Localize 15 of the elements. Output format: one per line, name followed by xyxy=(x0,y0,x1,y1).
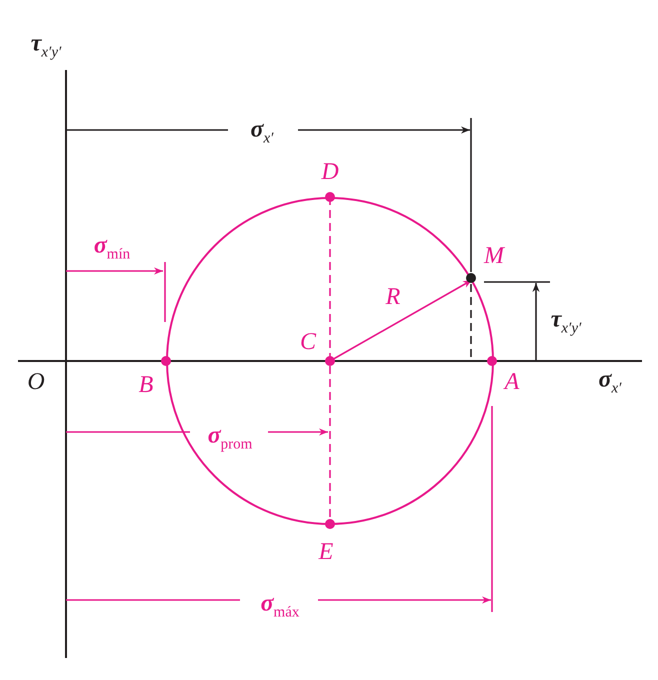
point-label: O xyxy=(27,370,45,394)
symbol-label: τ$_{x′y′}$ xyxy=(30,32,62,60)
point-label: M xyxy=(484,244,504,268)
point-label: A xyxy=(504,370,520,394)
symbol-label: σ$_{x′}$ xyxy=(250,118,274,146)
symbol-label: σ$_{máx}$ xyxy=(260,592,300,620)
point-label: C xyxy=(300,330,316,354)
point-label: E xyxy=(318,540,334,564)
point-label: B xyxy=(138,373,154,397)
symbol-label: σ$_{x′}$ xyxy=(598,368,622,396)
symbol-label: σ$_{mín}$ xyxy=(94,234,130,262)
symbol-label: σ$_{prom}$ xyxy=(208,424,252,452)
symbol-label: τ$_{x′y′}$ xyxy=(550,308,582,336)
point-label: D xyxy=(321,160,339,184)
point-label: R xyxy=(386,285,400,309)
